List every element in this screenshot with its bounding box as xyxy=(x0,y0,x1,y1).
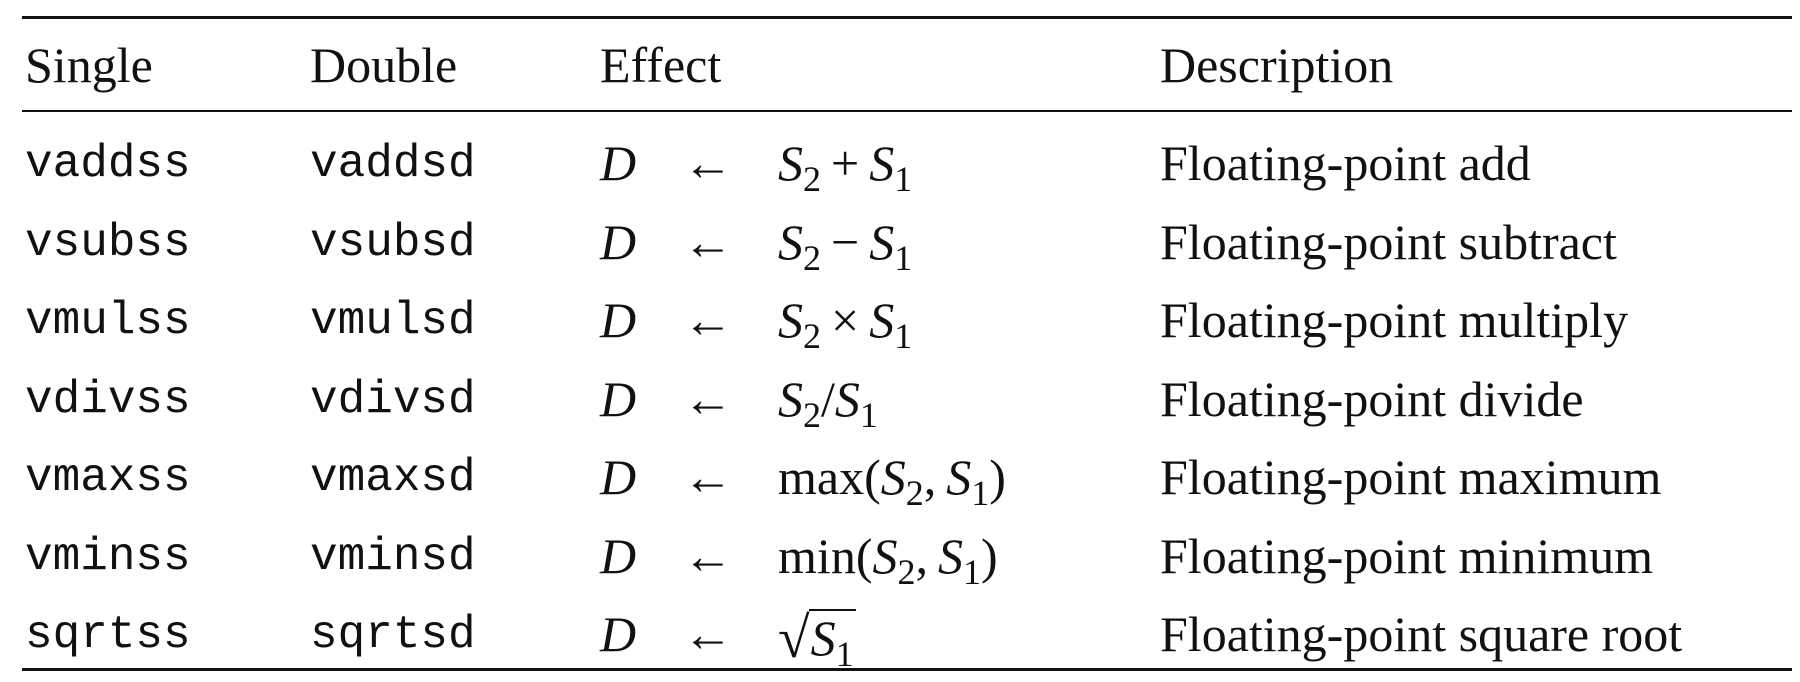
bottom-rule xyxy=(22,668,1792,671)
effect-destination: D xyxy=(600,135,637,191)
assign-arrow-icon: ← xyxy=(683,135,733,191)
single-precision-instruction: vdivss xyxy=(25,373,191,426)
header-single: Single xyxy=(25,37,153,93)
single-precision-instruction: vmaxss xyxy=(25,452,191,504)
effect-destination: D xyxy=(600,527,637,584)
single-precision-instruction: vmulss xyxy=(25,295,191,347)
assign-arrow-icon: ← xyxy=(683,213,733,270)
effect-expression: √S1 xyxy=(778,607,856,674)
single-precision-instruction: sqrtss xyxy=(25,609,191,661)
operation-description: Floating-point maximum xyxy=(1160,449,1662,505)
double-precision-instruction: vaddsd xyxy=(310,138,476,190)
assign-arrow-icon: ← xyxy=(683,292,733,348)
effect-expression: min(S2, S1) xyxy=(778,527,998,592)
single-precision-instruction: vminss xyxy=(25,530,191,583)
effect-expression: S2 × S1 xyxy=(778,292,913,356)
effect-expression: S2 − S1 xyxy=(778,213,913,278)
effect-expression: S2/S1 xyxy=(778,370,878,435)
single-precision-instruction: vsubss xyxy=(25,216,191,269)
double-precision-instruction: vdivsd xyxy=(310,373,476,426)
operation-description: Floating-point multiply xyxy=(1160,292,1629,348)
effect-destination: D xyxy=(600,292,637,348)
assign-arrow-icon: ← xyxy=(683,527,733,584)
top-rule xyxy=(22,16,1792,19)
operation-description: Floating-point minimum xyxy=(1160,527,1654,584)
header-double: Double xyxy=(310,37,458,93)
double-precision-instruction: vminsd xyxy=(310,530,476,583)
header-rule xyxy=(22,110,1792,112)
header-description: Description xyxy=(1160,37,1394,93)
double-precision-instruction: vmulsd xyxy=(310,295,476,347)
effect-expression: max(S2, S1) xyxy=(778,449,1006,513)
operation-description: Floating-point subtract xyxy=(1160,213,1617,270)
operation-description: Floating-point square root xyxy=(1160,606,1683,662)
assign-arrow-icon: ← xyxy=(683,606,733,662)
effect-destination: D xyxy=(600,213,637,270)
single-precision-instruction: vaddss xyxy=(25,138,191,190)
double-precision-instruction: vmaxsd xyxy=(310,452,476,504)
effect-destination: D xyxy=(600,606,637,662)
operation-description: Floating-point add xyxy=(1160,135,1531,191)
effect-destination: D xyxy=(600,370,637,427)
header-effect: Effect xyxy=(600,37,722,93)
operation-description: Floating-point divide xyxy=(1160,370,1584,427)
effect-expression: S2 + S1 xyxy=(778,135,913,199)
double-precision-instruction: sqrtsd xyxy=(310,609,476,661)
assign-arrow-icon: ← xyxy=(683,370,733,427)
double-precision-instruction: vsubsd xyxy=(310,216,476,269)
assign-arrow-icon: ← xyxy=(683,449,733,505)
effect-destination: D xyxy=(600,449,637,505)
